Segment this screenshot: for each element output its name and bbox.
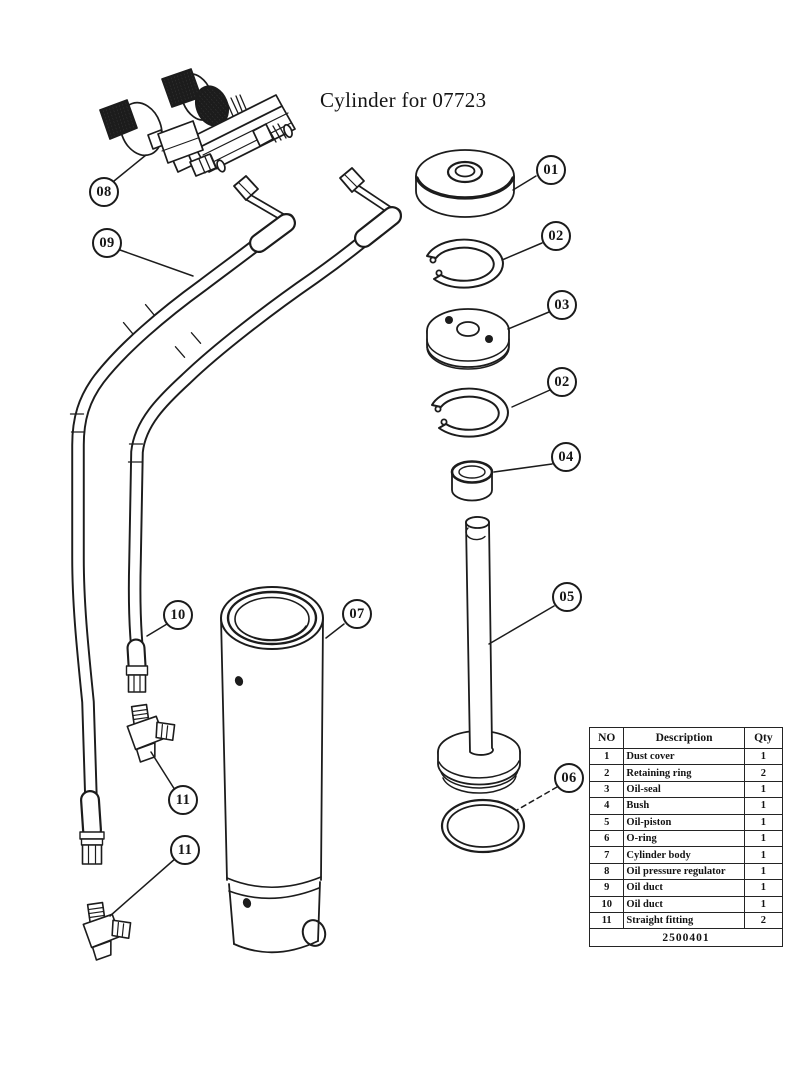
table-row: 3 Oil-seal 1 (588, 780, 784, 799)
callout-03-oil-seal: 03 (547, 290, 577, 320)
retaining-ring-lower-drawing (431, 387, 509, 438)
part-number-cell: 6 (588, 829, 625, 848)
parts-table-footer-row: 2500401 (589, 928, 783, 948)
part-qty-cell: 1 (743, 879, 784, 897)
table-row: 5 Oil-piston 1 (588, 813, 784, 831)
part-qty-cell: 1 (743, 829, 784, 848)
part-number-cell: 2 (588, 764, 625, 782)
callout-09-oil-duct: 09 (92, 228, 122, 258)
part-qty-cell: 1 (743, 747, 784, 766)
page-title: Cylinder for 07723 (320, 88, 487, 112)
parts-table-header-row: NO Description Qty (588, 727, 784, 749)
hose-segment-marks (69, 303, 202, 463)
part-number-cell: 3 (588, 780, 625, 799)
table-row: 2 Retaining ring 2 (588, 764, 784, 782)
part-qty-cell: 1 (743, 895, 784, 913)
part-description-cell: Oil duct (623, 895, 745, 913)
part-qty-cell: 2 (743, 764, 784, 782)
part-number-cell: 1 (588, 747, 625, 766)
part-description-cell: Dust cover (623, 747, 745, 766)
part-qty-cell: 2 (743, 911, 784, 930)
table-row: 4 Bush 1 (588, 797, 784, 815)
part-number-cell: 7 (588, 846, 625, 864)
part-description-cell: Retaining ring (623, 764, 745, 782)
callout-01-dust-cover: 01 (536, 155, 566, 185)
part-number-cell: 10 (588, 895, 625, 913)
callout-08-oil-pressure-regulator: 08 (89, 177, 119, 207)
dust-cover-drawing (415, 149, 515, 218)
table-row: 11 Straight fitting 2 (588, 911, 784, 930)
part-description-cell: O-ring (623, 829, 745, 848)
table-footer-code: 2500401 (589, 928, 783, 948)
part-number-cell: 11 (588, 911, 625, 930)
part-description-cell: Oil duct (623, 879, 745, 897)
part-description-cell: Oil-seal (623, 780, 745, 799)
callout-04-bush: 04 (551, 442, 581, 472)
col-header-qty: Qty (743, 727, 784, 749)
hose-a-end-fitting (79, 790, 105, 865)
callout-11-straight-fitting-a: 11 (168, 785, 198, 815)
callout-leader-lines (109, 154, 558, 917)
part-qty-cell: 1 (743, 846, 784, 864)
part-number-cell: 9 (588, 879, 625, 897)
part-description-cell: Cylinder body (623, 846, 745, 864)
regulator-right-fitting (252, 123, 293, 147)
hose-b-end-fitting (125, 638, 149, 693)
table-row: 1 Dust cover 1 (588, 747, 784, 766)
part-description-cell: Bush (623, 797, 745, 815)
callout-02-retaining-ring-lower: 02 (547, 367, 577, 397)
col-header-no: NO (588, 727, 625, 749)
part-description-cell: Straight fitting (623, 911, 745, 930)
parts-table-body: 1 Dust cover 1 2 Retaining ring 2 3 Oil-… (588, 747, 784, 930)
table-row: 8 Oil pressure regulator 1 (588, 862, 784, 881)
o-ring-drawing (440, 798, 526, 854)
callout-06-o-ring: 06 (554, 763, 584, 793)
retaining-ring-upper-drawing (426, 238, 504, 289)
callout-05-oil-piston: 05 (552, 582, 582, 612)
part-description-cell: Oil pressure regulator (623, 862, 745, 881)
part-qty-cell: 1 (743, 797, 784, 815)
oil-piston-drawing (437, 516, 521, 794)
oil-seal-drawing (426, 308, 510, 370)
part-description-cell: Oil-piston (623, 813, 745, 831)
callout-11-straight-fitting-b: 11 (170, 835, 200, 865)
straight-fitting-b-drawing (82, 901, 132, 961)
table-row: 7 Cylinder body 1 (588, 846, 784, 864)
oil-duct-hoses-drawing (69, 167, 402, 865)
part-number-cell: 5 (588, 813, 625, 831)
table-row: 10 Oil duct 1 (588, 895, 784, 913)
part-number-cell: 4 (588, 797, 625, 815)
part-qty-cell: 1 (743, 780, 784, 799)
callout-07-cylinder-body: 07 (342, 599, 372, 629)
part-qty-cell: 1 (743, 813, 784, 831)
callout-02-retaining-ring-upper: 02 (541, 221, 571, 251)
part-qty-cell: 1 (743, 862, 784, 881)
table-row: 9 Oil duct 1 (588, 879, 784, 897)
hose-b-nut (339, 167, 365, 193)
oil-pressure-regulator-drawing (99, 68, 296, 177)
table-row: 6 O-ring 1 (588, 829, 784, 848)
parts-table: NO Description Qty 1 Dust cover 1 2 Reta… (588, 727, 784, 948)
part-number-cell: 8 (588, 862, 625, 881)
bush-drawing (450, 460, 494, 502)
cylinder-body-drawing (220, 586, 327, 954)
callout-10-oil-duct: 10 (163, 600, 193, 630)
hose-a-nut (233, 175, 259, 201)
col-header-description: Description (623, 727, 745, 749)
regulator-shaft-threads (225, 94, 247, 117)
